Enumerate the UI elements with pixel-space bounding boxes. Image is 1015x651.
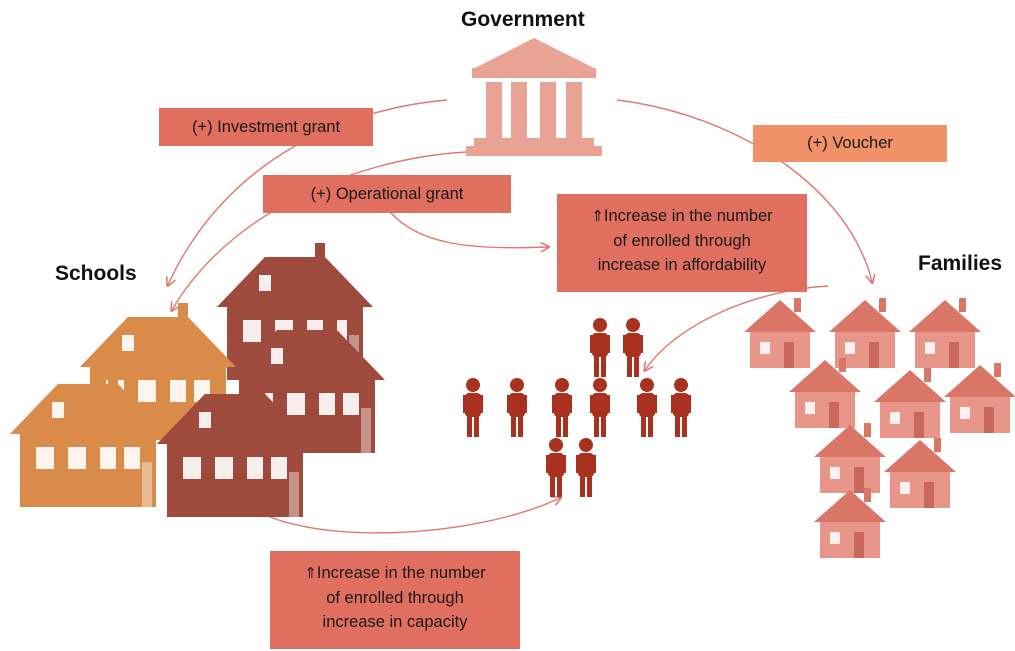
family-house-icon (829, 298, 901, 368)
family-house-icon (884, 438, 956, 508)
affordability-box: ⇑Increase in the number of enrolled thro… (557, 194, 807, 292)
capacity-line-3: increase in capacity (322, 613, 468, 631)
student-figure-icon (546, 438, 566, 497)
families-label: Families (918, 252, 1003, 275)
capacity-line-1: Increase in the number (316, 564, 486, 582)
family-house-icon (874, 368, 946, 438)
operational-grant-box: (+) Operational grant (263, 175, 511, 213)
student-figure-icon (507, 378, 527, 437)
student-figure-icon (637, 378, 657, 437)
student-figure-icon (576, 438, 596, 497)
arrow-capacity (251, 498, 560, 534)
family-house-icon (909, 298, 981, 368)
student-figure-icon (590, 378, 610, 437)
family-house-icon (814, 423, 886, 493)
family-house-icon (814, 488, 886, 558)
capacity-line-2: of enrolled through (326, 589, 464, 607)
increase-arrow-icon: ⇑ (304, 565, 317, 582)
student-figure-icon (552, 378, 572, 437)
government-label: Government (461, 8, 585, 31)
arrow-investment-grant (168, 99, 448, 285)
government-building-icon (466, 38, 602, 156)
investment-grant-box: (+) Investment grant (159, 108, 373, 146)
affordability-line-2: of enrolled through (613, 232, 751, 250)
student-figure-icon (623, 318, 643, 377)
affordability-line-1: Increase in the number (603, 207, 773, 225)
students (463, 318, 691, 497)
operational-grant-text: (+) Operational grant (310, 185, 464, 203)
voucher-text: (+) Voucher (807, 134, 893, 152)
affordability-line-3: increase in affordability (597, 256, 767, 274)
arrow-voucher (616, 99, 872, 282)
voucher-box: (+) Voucher (753, 125, 947, 162)
family-houses (744, 298, 1015, 558)
student-figure-icon (671, 378, 691, 437)
student-figure-icon (463, 378, 483, 437)
student-figure-icon (590, 318, 610, 377)
capacity-box: ⇑Increase in the number of enrolled thro… (270, 551, 520, 649)
arrow-affordability (389, 211, 548, 248)
family-house-icon (944, 363, 1015, 433)
investment-grant-text: (+) Investment grant (191, 118, 341, 136)
schools-label: Schools (55, 262, 137, 285)
family-house-icon (789, 358, 861, 428)
increase-arrow-icon: ⇑ (591, 208, 604, 225)
family-house-icon (744, 298, 816, 368)
